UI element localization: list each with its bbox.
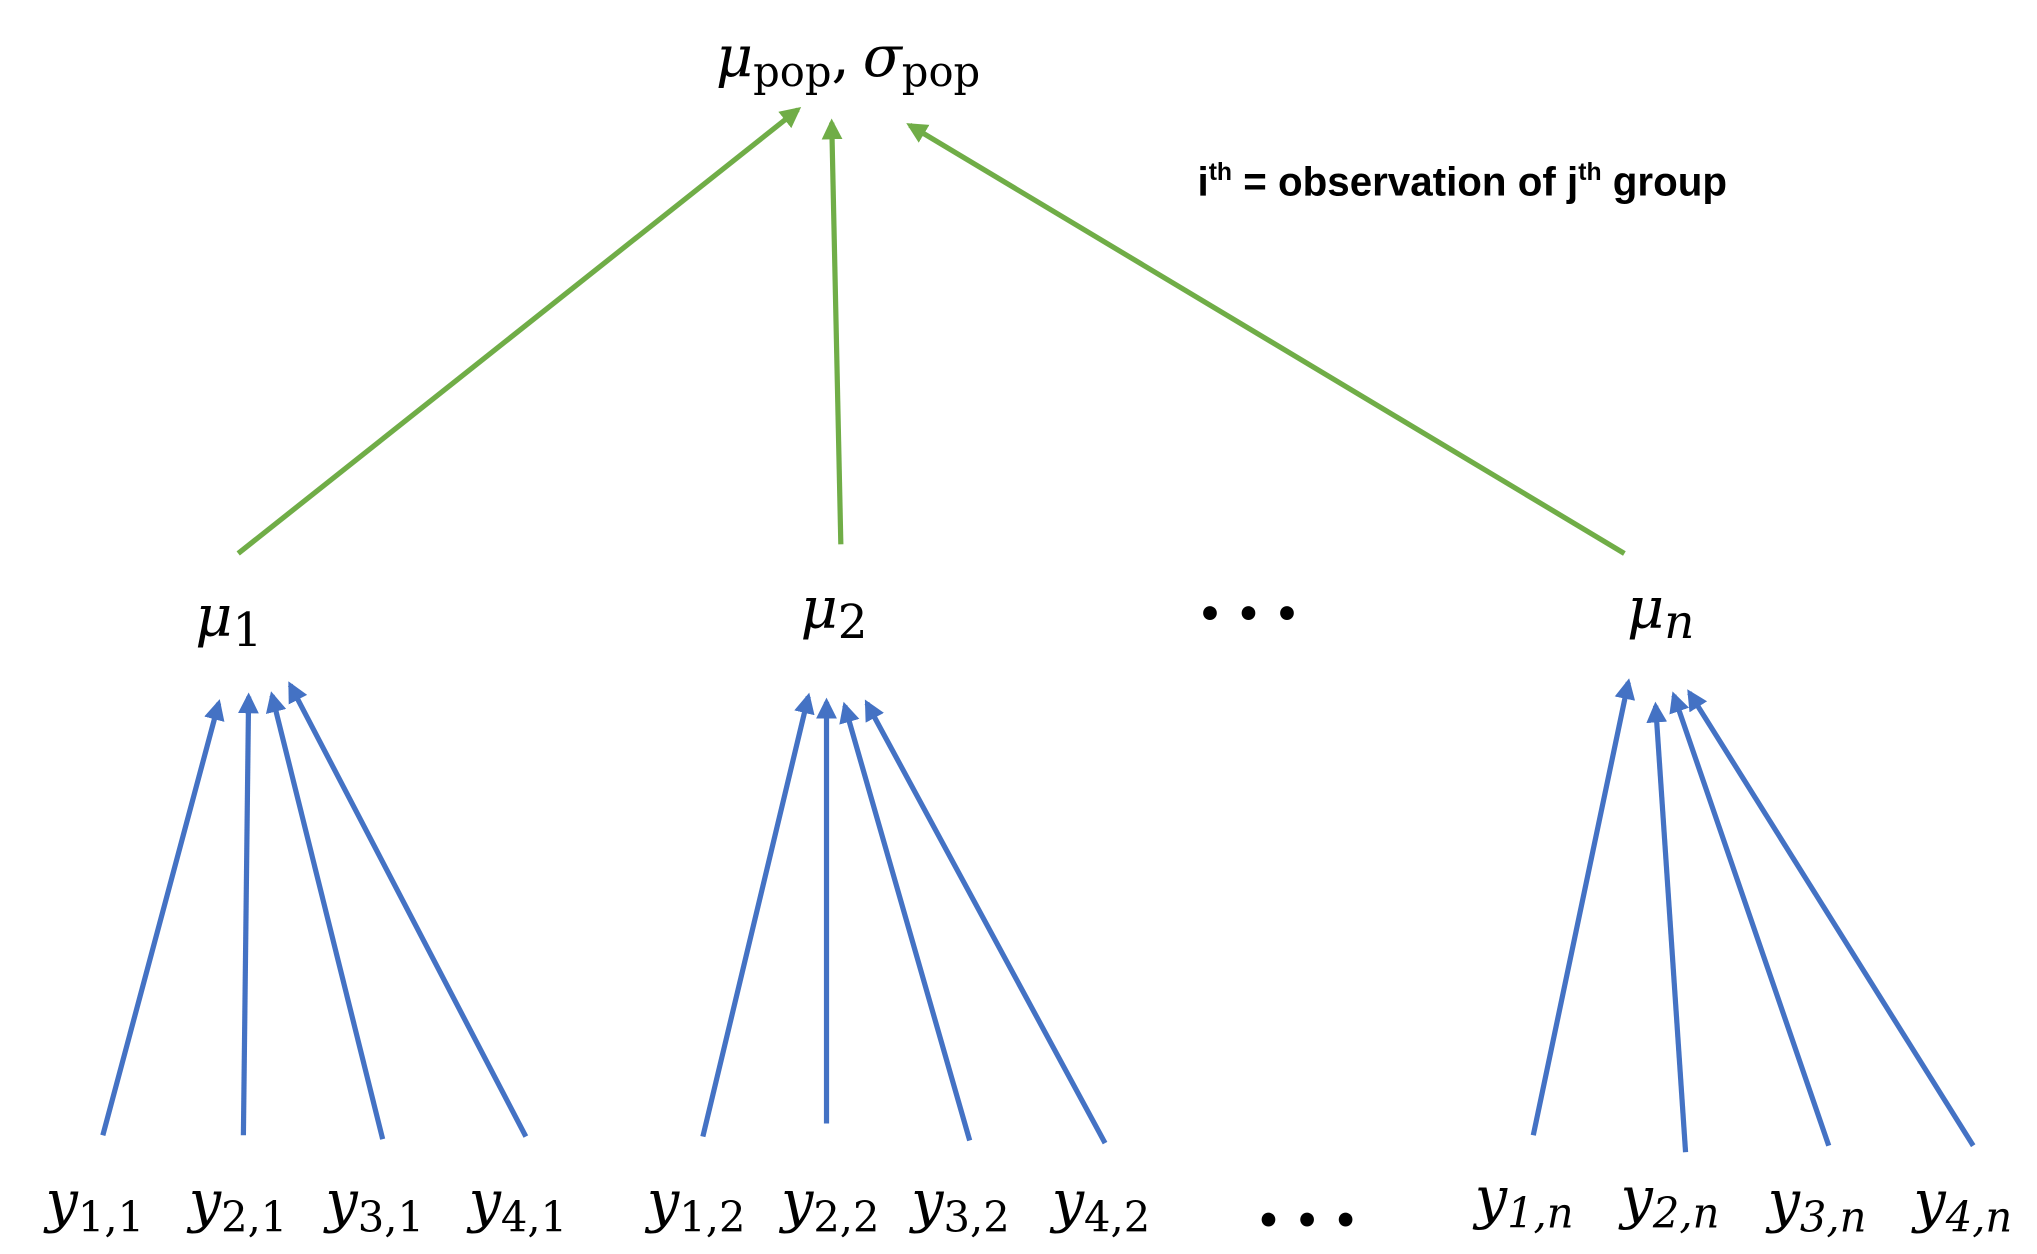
group-to-population-arrows (236, 107, 1626, 556)
index-legend: ith = observation of jth group (1197, 159, 1727, 205)
obs-y3n: y3,n (1765, 1168, 1867, 1241)
arrow-mu1-to-pop (236, 107, 802, 556)
obs-y22: y2,2 (778, 1168, 880, 1241)
obs-y2n: y2,n (1617, 1164, 1719, 1237)
obs-y32: y3,2 (908, 1168, 1010, 1241)
group-node-mun: μn (1627, 575, 1694, 650)
observations: y1,1 y2,1 y3,1 y4,1 y1,2 y2,2 y3,2 y4,2 … (43, 1164, 2013, 1244)
obs-y1n: y1,n (1472, 1164, 1574, 1237)
obs-y31: y3,1 (322, 1168, 424, 1241)
observation-to-group-arrows (100, 678, 1976, 1153)
obs-y12: y1,2 (644, 1168, 746, 1241)
group-node-mu1: μ1 (195, 582, 262, 657)
group-node-ellipsis: • • • (1197, 592, 1299, 638)
arrow-mu2-to-pop (821, 118, 844, 545)
arrow-mun-to-pop (906, 123, 1626, 556)
population-node-label: μpop,σpop (716, 23, 980, 96)
obs-y4n: y4,n (1910, 1168, 2012, 1241)
obs-ellipsis: • • • (1256, 1198, 1358, 1244)
obs-y11: y1,1 (43, 1168, 145, 1241)
obs-y41: y4,1 (466, 1168, 568, 1241)
obs-y42: y4,2 (1049, 1168, 1151, 1241)
obs-y21: y2,1 (186, 1168, 288, 1241)
group-node-mu2: μ2 (800, 575, 867, 650)
